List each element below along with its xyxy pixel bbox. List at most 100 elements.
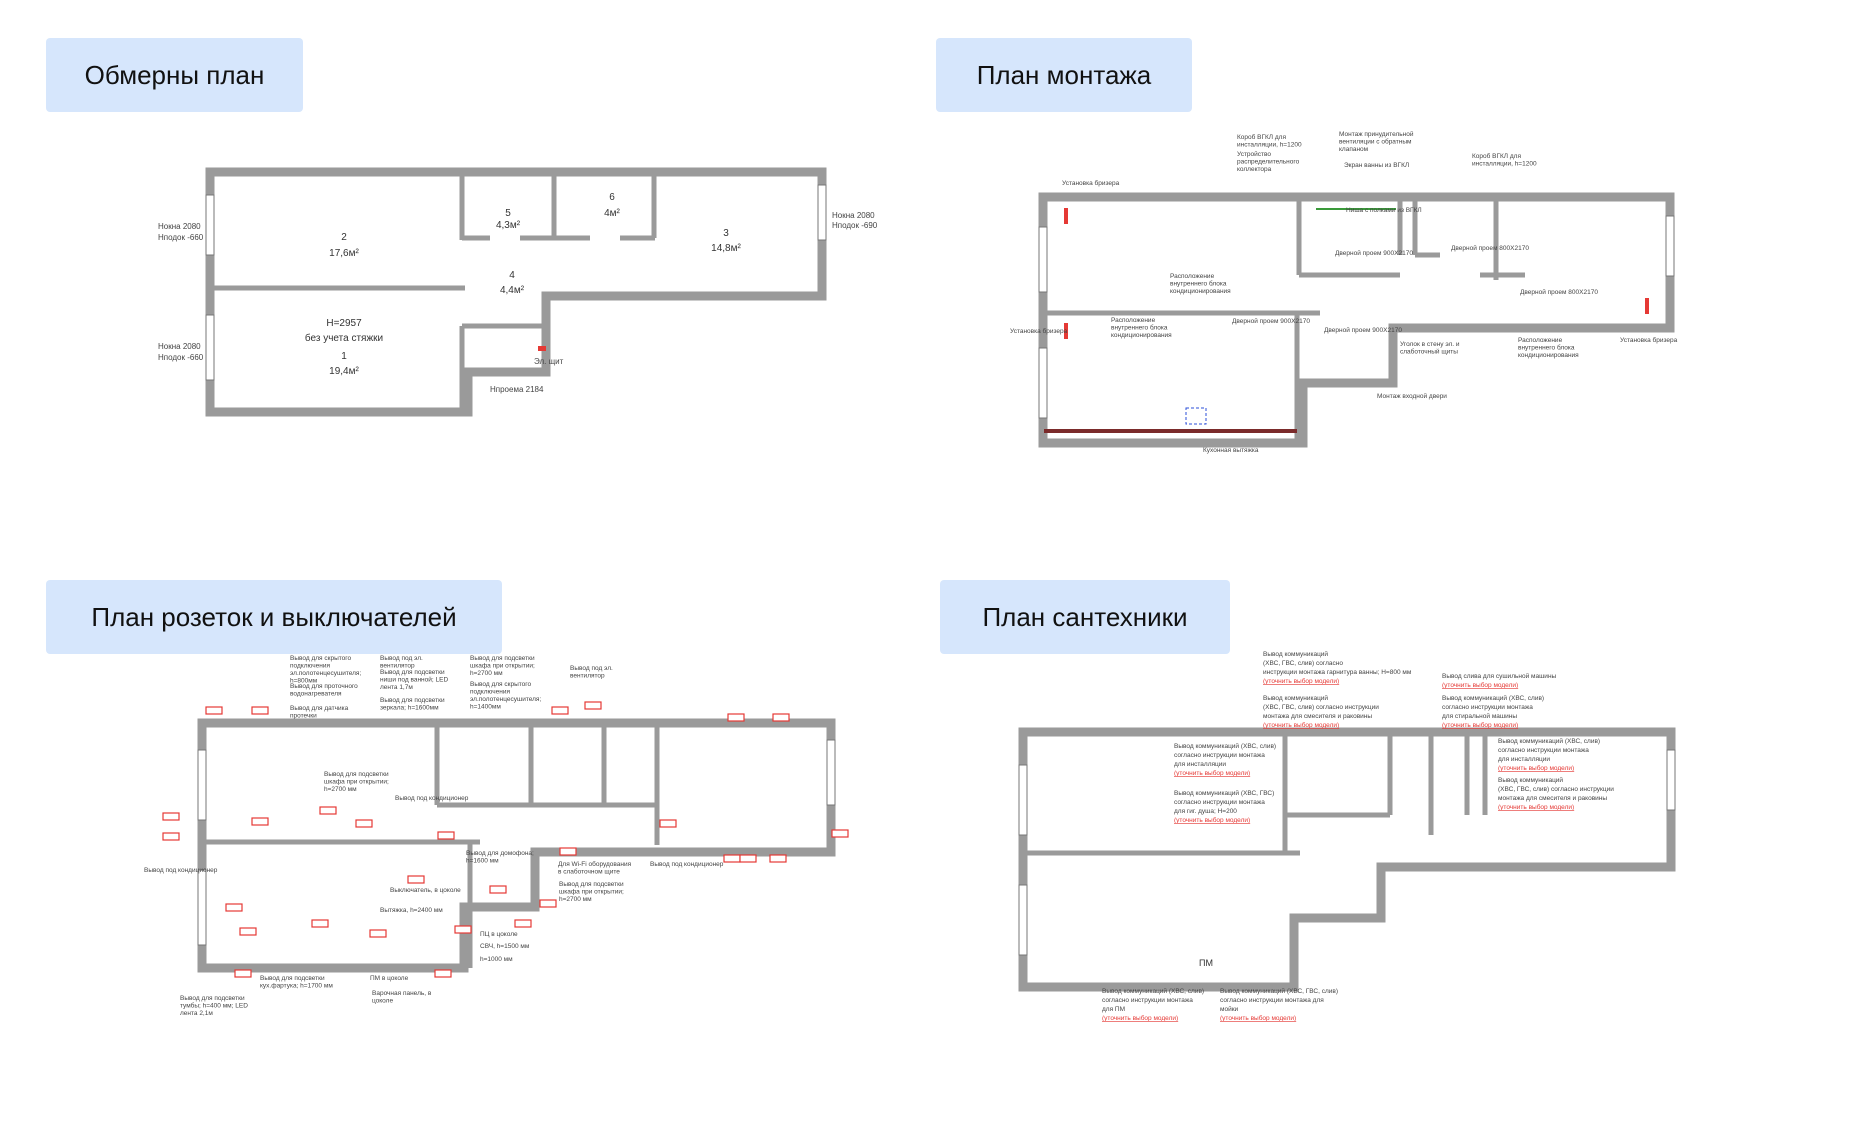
- annotation-line: (ХВС, ГВС, слив) согласно: [1263, 660, 1343, 667]
- sill-height: Нподок -660: [158, 233, 204, 242]
- annotation-label: Дверной проем 900Х2170: [1335, 249, 1413, 257]
- annotation-label: Дверной проем 900Х2170: [1324, 326, 1402, 334]
- annotation-label: Экран ванны из ВГКЛ: [1344, 162, 1409, 169]
- room-number: 6: [609, 192, 615, 203]
- annotation-label: Вывод для домофона;h=1600 мм: [466, 850, 534, 865]
- socket-marker: [831, 829, 849, 838]
- room-area: 4м²: [604, 208, 620, 219]
- socket-marker: [489, 885, 507, 894]
- socket-marker: [584, 701, 602, 710]
- clarify-model-link: (уточнить выбор модели): [1263, 677, 1339, 685]
- annotation-label: Вывод под эл.вентилятор: [380, 655, 423, 670]
- electric-panel-mark: [538, 346, 546, 351]
- room-area: 14,8м²: [711, 243, 741, 254]
- clarify-model-link: (уточнить выбор модели): [1220, 1014, 1296, 1022]
- annotation-line: для ПМ: [1102, 1006, 1125, 1013]
- room-area: 4,4м²: [500, 285, 525, 296]
- annotation-line: Вывод коммуникаций (ХВС, слив): [1442, 694, 1544, 702]
- annotation-line: (ХВС, ГВС, слив) согласно инструкции: [1263, 704, 1379, 711]
- annotation-label: Вывод под кондиционер: [144, 867, 218, 874]
- socket-marker: [369, 929, 387, 938]
- room-area: 19,4м²: [329, 366, 359, 377]
- annotation-line: монтажа для смесителя и раковины: [1263, 713, 1372, 720]
- annotation-line: Вывод коммуникаций (ХВС, слив): [1498, 737, 1600, 745]
- annotation-label: Ниша с полками из ВГКЛ: [1346, 207, 1422, 214]
- socket-markers: [162, 701, 849, 978]
- annotation-line: согласно инструкции монтажа для: [1220, 997, 1324, 1004]
- annotation-line: Вывод коммуникаций (ХВС, слив): [1102, 987, 1204, 995]
- annotation-label: Вывод под эл.вентилятор: [570, 665, 613, 680]
- section-title-electrical-plan: План розеток и выключателей: [46, 580, 502, 654]
- annotation-label: Установка бризера: [1620, 336, 1678, 344]
- socket-marker: [319, 806, 337, 815]
- room-area: 4,3м²: [496, 220, 521, 231]
- room-number: 5: [505, 208, 511, 219]
- room-number: 4: [509, 270, 515, 281]
- socket-marker: [559, 847, 577, 856]
- socket-marker: [251, 706, 269, 715]
- room-number: 1: [341, 351, 347, 362]
- socket-marker: [239, 927, 257, 936]
- clarify-model-link: (уточнить выбор модели): [1102, 1014, 1178, 1022]
- annotation-label: Установка бризера: [1010, 327, 1068, 335]
- room-number: 3: [723, 228, 729, 239]
- sill-height: Нподок -690: [832, 221, 878, 230]
- section-title-installation-plan: План монтажа: [936, 38, 1192, 112]
- window-height: Нокна 2080: [158, 222, 201, 231]
- socket-marker: [162, 832, 180, 841]
- socket-marker: [311, 919, 329, 928]
- ceiling-height: H=2957: [326, 318, 362, 329]
- annotation-line: монтажа для смесителя и раковины: [1498, 795, 1607, 802]
- annotation-line: Вывод коммуникаций (ХВС, ГВС): [1174, 789, 1274, 797]
- annotation-line: для инсталляции: [1498, 756, 1550, 763]
- annotation-label: Дверной проем 800Х2170: [1451, 244, 1529, 252]
- annotation-line: инструкции монтажа гарнитура ванны; H=80…: [1263, 669, 1412, 676]
- clarify-model-link: (уточнить выбор модели): [1442, 721, 1518, 729]
- annotation-label: Вывод под кондиционер: [650, 861, 724, 868]
- dishwasher-label: ПМ: [1199, 958, 1213, 968]
- annotation-line: согласно инструкции монтажа: [1498, 747, 1589, 754]
- socket-marker: [434, 969, 452, 978]
- socket-marker: [234, 969, 252, 978]
- annotation-label: Монтаж входной двери: [1377, 392, 1447, 400]
- socket-marker: [769, 854, 787, 863]
- socket-marker: [551, 706, 569, 715]
- clarify-model-link: (уточнить выбор модели): [1263, 721, 1339, 729]
- annotation-line: Вывод коммуникаций: [1263, 650, 1328, 658]
- annotation-line: (ХВС, ГВС, слив) согласно инструкции: [1498, 786, 1614, 793]
- annotation-line: для инсталляции: [1174, 761, 1226, 768]
- annotation-label: ПЦ в цоколе: [480, 931, 518, 938]
- socket-marker: [539, 899, 557, 908]
- socket-marker: [225, 903, 243, 912]
- section-title-plumbing-plan: План сантехники: [940, 580, 1230, 654]
- annotation-line: мойки: [1220, 1005, 1239, 1013]
- socket-marker: [514, 919, 532, 928]
- annotation-line: Вывод коммуникаций: [1498, 776, 1563, 784]
- annotation-label: h=1000 мм: [480, 956, 513, 963]
- measure-floor-plan: 2 17,6м² 5 4,3м² 6 4м² 3 14,8м² 4 4,4м² …: [158, 167, 878, 417]
- socket-marker: [659, 819, 677, 828]
- plumbing-floor-plan: ПМ Вывод коммуникаций (ХВС, ГВС, слив) со…: [1018, 650, 1676, 1022]
- room-number: 2: [341, 232, 347, 243]
- annotation-line: для стиральной машины: [1442, 712, 1517, 720]
- socket-marker: [739, 854, 757, 863]
- annotation-label: Вытяжка, h=2400 мм: [380, 907, 443, 914]
- window-height: Нокна 2080: [158, 342, 201, 351]
- clarify-model-link: (уточнить выбор модели): [1442, 681, 1518, 689]
